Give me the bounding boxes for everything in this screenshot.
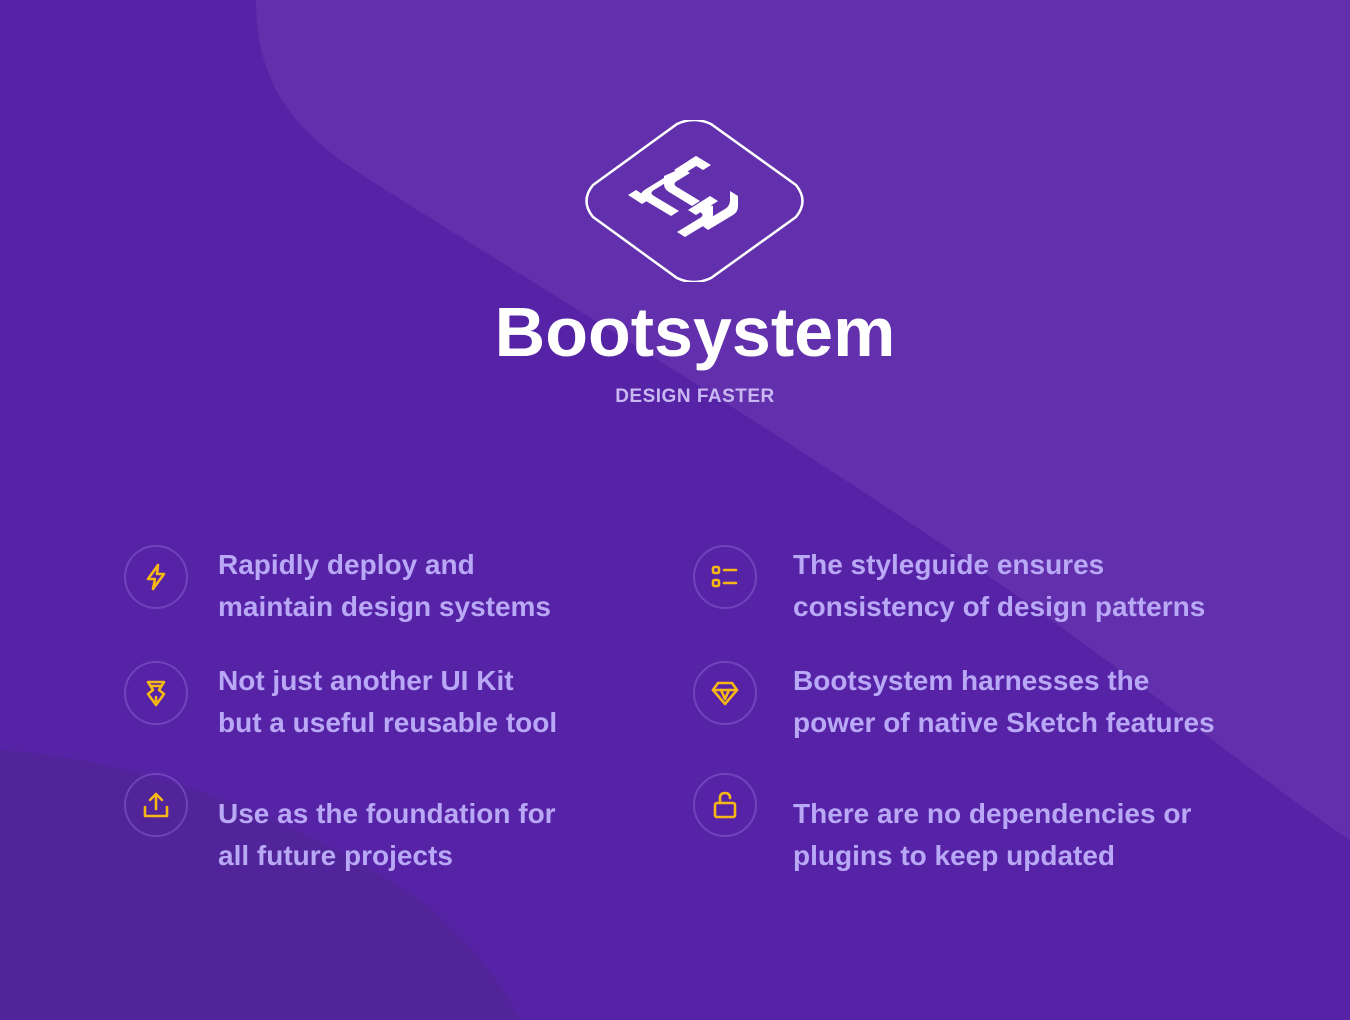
feature-icon-ring — [124, 773, 188, 837]
feature-item: Bootsystem harnesses the power of native… — [693, 661, 1253, 751]
brand-title: Bootsystem — [494, 293, 896, 371]
feature-icon-ring — [693, 545, 757, 609]
bootsystem-logo-icon — [585, 120, 804, 282]
feature-line-2: all future projects — [218, 840, 453, 871]
feature-icon-ring — [693, 661, 757, 725]
feature-item: There are no dependencies or plugins to … — [693, 773, 1253, 871]
feature-line-2: maintain design systems — [218, 591, 552, 622]
feature-line-1: There are no dependencies or — [793, 798, 1192, 829]
feature-line-1: Bootsystem harnesses the — [793, 665, 1150, 696]
pen-nib-icon — [146, 680, 166, 707]
lightning-icon — [146, 563, 166, 591]
feature-item: Not just another UI Kit but a useful reu… — [124, 661, 684, 751]
feature-line-1: Not just another UI Kit — [218, 665, 514, 696]
diamond-icon — [711, 681, 739, 706]
feature-line-2: consistency of design patterns — [793, 591, 1206, 622]
feature-text: The styleguide ensures consistency of de… — [793, 544, 1263, 628]
feature-text: There are no dependencies or plugins to … — [793, 793, 1263, 877]
list-icon — [711, 565, 738, 588]
feature-text: Bootsystem harnesses the power of native… — [793, 660, 1263, 744]
brand-subtitle: DESIGN FASTER — [615, 386, 775, 407]
unlock-icon — [713, 791, 737, 819]
feature-item: Rapidly deploy and maintain design syste… — [124, 545, 684, 635]
feature-line-2: power of native Sketch features — [793, 707, 1215, 738]
feature-item: Use as the foundation for all future pro… — [124, 773, 684, 871]
feature-text: Use as the foundation for all future pro… — [218, 793, 688, 877]
feature-line-1: The styleguide ensures — [793, 549, 1105, 580]
feature-line-2: plugins to keep updated — [793, 840, 1116, 871]
feature-icon-ring — [124, 661, 188, 725]
feature-text: Rapidly deploy and maintain design syste… — [218, 544, 688, 628]
feature-line-2: but a useful reusable tool — [218, 707, 558, 738]
feature-line-1: Rapidly deploy and — [218, 549, 475, 580]
feature-line-1: Use as the foundation for — [218, 798, 556, 829]
feature-item: The styleguide ensures consistency of de… — [693, 545, 1253, 635]
feature-text: Not just another UI Kit but a useful reu… — [218, 660, 688, 744]
feature-icon-ring — [693, 773, 757, 837]
upload-icon — [143, 792, 169, 818]
feature-icon-ring — [124, 545, 188, 609]
